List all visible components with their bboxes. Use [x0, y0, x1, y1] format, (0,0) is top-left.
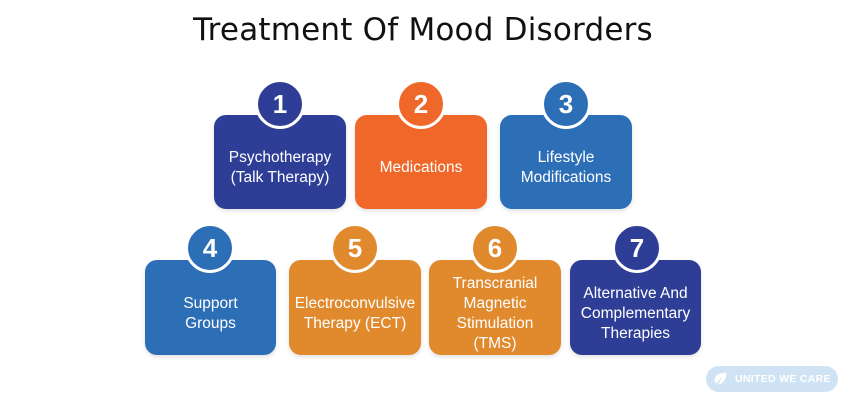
number-badge-7: 7	[612, 223, 662, 273]
treatment-label: Transcranial Magnetic Stimulation (TMS)	[452, 274, 538, 352]
treatment-card-4: Support Groups	[145, 260, 276, 355]
treatment-label: Medications	[379, 159, 463, 176]
treatment-card-3: Lifestyle Modifications	[500, 115, 632, 209]
number-badge-4: 4	[185, 223, 235, 273]
number-badge-1: 1	[255, 79, 305, 129]
treatment-card-7: Alternative And Complementary Therapies	[570, 260, 701, 355]
treatment-card-6: Transcranial Magnetic Stimulation (TMS)	[429, 260, 561, 355]
treatment-label: Lifestyle Modifications	[520, 149, 612, 186]
page-title: Treatment Of Mood Disorders	[193, 12, 653, 48]
brand-logo: UNITED WE CARE	[706, 366, 838, 392]
number-badge-5: 5	[330, 223, 380, 273]
leaf-heart-icon	[714, 372, 727, 385]
treatment-label: Electroconvulsive Therapy (ECT)	[294, 294, 416, 332]
number-badge-6: 6	[470, 223, 520, 273]
treatment-card-1: Psychotherapy (Talk Therapy)	[214, 115, 346, 209]
treatment-card-5: Electroconvulsive Therapy (ECT)	[289, 260, 421, 355]
treatment-card-2: Medications	[355, 115, 487, 209]
number-badge-2: 2	[396, 79, 446, 129]
treatment-label: Alternative And Complementary Therapies	[580, 284, 691, 342]
brand-logo-text: UNITED WE CARE	[735, 373, 831, 385]
treatment-label: Psychotherapy (Talk Therapy)	[228, 149, 332, 186]
treatment-label: Support Groups	[183, 294, 238, 332]
number-badge-3: 3	[541, 79, 591, 129]
